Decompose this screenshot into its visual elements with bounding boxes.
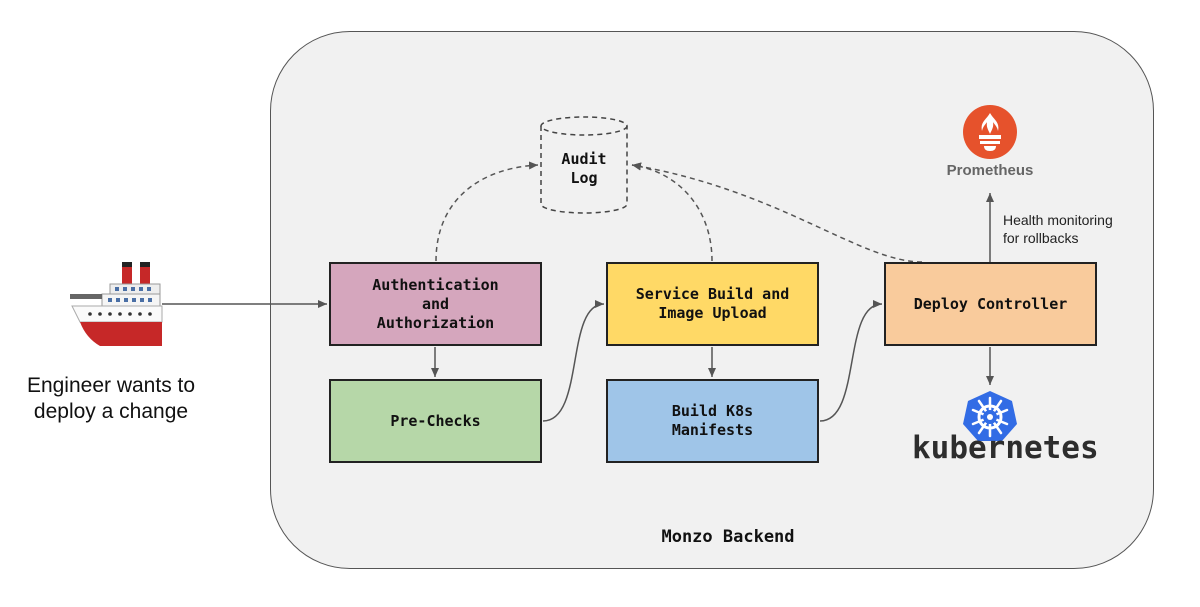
engineer-label: Engineer wants to deploy a change [26,374,196,423]
arrow-deploy-to-audit [631,162,923,263]
k8s-manifests-box: Build K8s Manifests [606,379,819,463]
kubernetes-label: kubernetes [912,430,1099,466]
arrow-auth-to-audit [435,161,539,262]
prechecks-box: Pre-Checks [329,379,542,463]
backend-label: Monzo Backend [661,527,795,547]
prometheus-flame-icon [963,105,1017,159]
service-build-box: Service Build and Image Upload [606,262,819,346]
audit-log-label: Audit Log [561,150,607,187]
health-monitoring-label: Health monitoring for rollbacks [1003,212,1113,246]
kubernetes-helm-icon [963,391,1017,441]
arrow-k8s-to-deploy [819,300,883,422]
arrow-prechecks-to-build [542,300,605,422]
ship-icon [70,262,163,346]
auth-box: Authentication and Authorization [329,262,542,346]
deploy-controller-box: Deploy Controller [884,262,1097,346]
audit-log-cylinder [540,116,628,214]
prometheus-label: Prometheus [946,162,1034,179]
arrow-build-to-audit [631,162,713,262]
